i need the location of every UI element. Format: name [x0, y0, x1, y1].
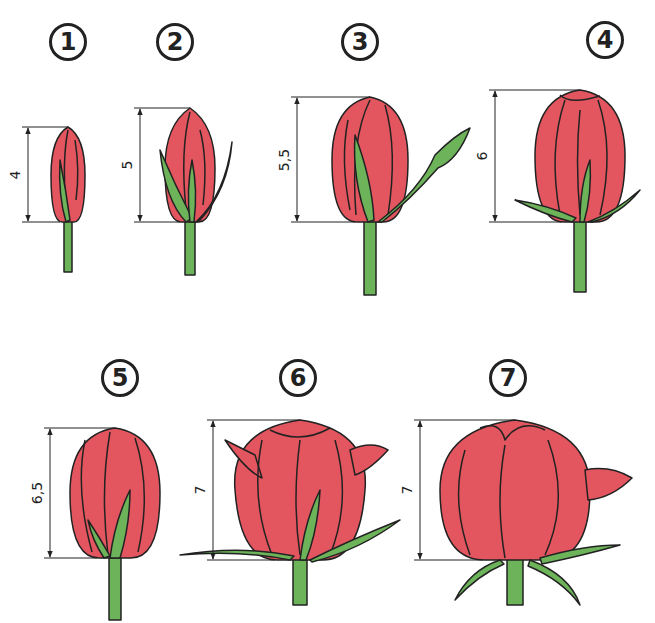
- circled-number: 2: [156, 23, 194, 61]
- step-number: 2: [167, 30, 184, 54]
- dimension-label: 5,5: [277, 147, 291, 173]
- step-number: 5: [112, 366, 129, 390]
- circled-number: 7: [489, 359, 527, 397]
- rose-bud: [440, 420, 632, 605]
- dimension-label: 6: [475, 150, 489, 163]
- rose-bud: [51, 127, 85, 272]
- circled-number: 3: [341, 23, 379, 61]
- rose-bud: [515, 90, 640, 292]
- circled-number: 4: [586, 21, 624, 59]
- step-number: 6: [290, 366, 307, 390]
- step-number: 1: [60, 30, 77, 54]
- step-number: 7: [500, 366, 517, 390]
- circled-number: 1: [49, 23, 87, 61]
- step-number: 4: [597, 28, 614, 52]
- dimension-label: 7: [400, 484, 414, 497]
- dimension-label: 6,5: [30, 480, 44, 506]
- dimension-lines: [22, 90, 580, 560]
- circled-number: 6: [279, 359, 317, 397]
- circled-number: 5: [101, 359, 139, 397]
- dimension-label: 4: [8, 169, 22, 182]
- rose-bud: [70, 428, 160, 620]
- rose-bud: [332, 97, 470, 295]
- step-number: 3: [352, 30, 369, 54]
- rose-bud: [160, 108, 232, 275]
- dimension-label: 5: [120, 159, 134, 172]
- dimension-label: 7: [193, 484, 207, 497]
- rose-bud: [180, 420, 400, 605]
